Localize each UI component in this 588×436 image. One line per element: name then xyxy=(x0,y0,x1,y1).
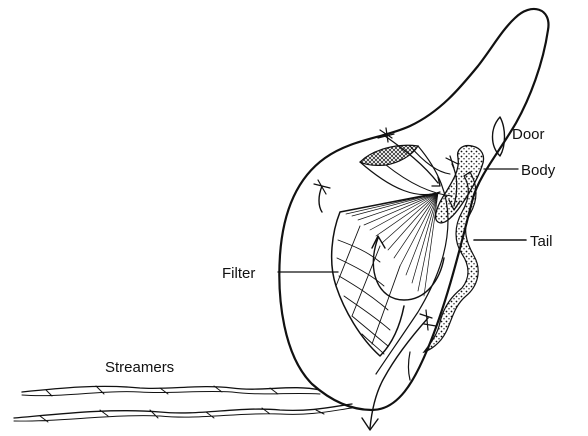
outflow-arrow-side xyxy=(409,352,411,380)
label-door: Door xyxy=(512,127,545,142)
label-tail: Tail xyxy=(530,234,553,249)
label-body: Body xyxy=(521,163,555,178)
streamer-upper xyxy=(22,386,320,392)
outflow-arrow xyxy=(370,318,428,428)
inlet-grid xyxy=(360,145,418,165)
streamer-lower xyxy=(14,404,352,418)
filter-ridges xyxy=(336,226,400,354)
inflow-arrow-left-feathers xyxy=(314,180,330,194)
label-streamers: Streamers xyxy=(105,360,174,375)
filter-outline xyxy=(332,193,438,356)
label-filter: Filter xyxy=(222,266,255,281)
inflow-arrow-left xyxy=(319,186,322,212)
inflow-arrow-right-feathers xyxy=(446,156,458,168)
animal-body xyxy=(436,146,484,223)
outflow-arrow-feathers xyxy=(420,310,436,330)
